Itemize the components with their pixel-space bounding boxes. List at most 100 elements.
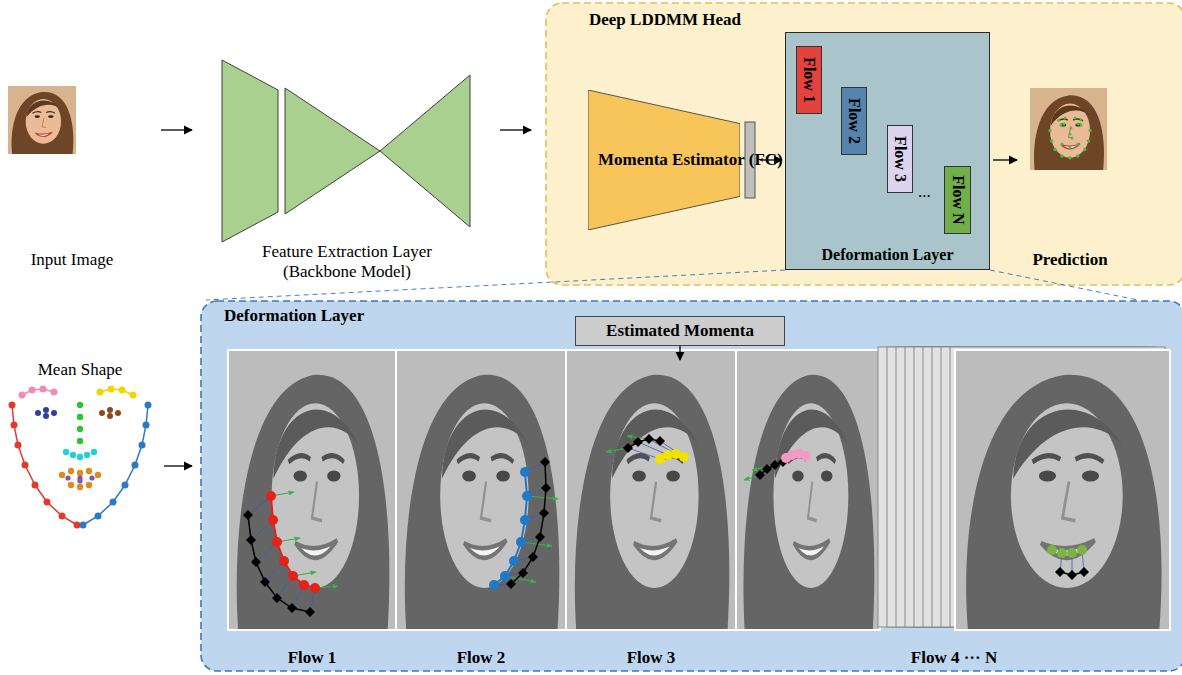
deformation-panel: Deformation LayerEstimated MomentaFlow 1… (200, 300, 1182, 672)
flow-photo-1 (260, 577, 270, 587)
feature-bar (745, 122, 755, 198)
prediction-photo (1064, 117, 1067, 120)
flow-photo-n (1057, 548, 1067, 558)
flow-photo-1 (279, 556, 289, 566)
prediction-photo (1050, 139, 1053, 142)
flow-photo-n (1067, 570, 1077, 580)
flow-photo-1 (299, 580, 309, 590)
arrow-connector (164, 465, 192, 466)
mean-shape-points (15, 442, 22, 449)
flow-photo-2 (500, 571, 510, 581)
flow-photo-3 (679, 452, 689, 462)
prediction-photo (1060, 154, 1063, 157)
flow-photo-3 (566, 350, 736, 630)
node-label: Input Image (31, 250, 114, 270)
flow-photo-2 (396, 350, 566, 630)
mean-shape-points (95, 472, 101, 478)
flow-photo-3 (606, 436, 649, 452)
node-label: Flow 3 (890, 136, 910, 182)
mean-shape-points (77, 438, 83, 444)
prediction-photo (1048, 117, 1091, 160)
mean-shape-points (19, 386, 58, 399)
mean-shape: Mean Shape (0, 360, 160, 540)
mean-shape-points (22, 462, 29, 469)
mean-shape-points (11, 422, 18, 429)
mean-shape-points (99, 410, 105, 416)
mean-shape-points (132, 462, 139, 469)
flow-photo-1 (251, 557, 261, 567)
flow-photo-1 (271, 496, 315, 588)
mean-shape-points (77, 426, 83, 432)
flow-photo-n (955, 350, 1170, 630)
flow-block: Flow N (944, 166, 971, 234)
prediction-photo (1074, 117, 1077, 120)
prediction-photo (1077, 123, 1080, 126)
mean-shape-points (145, 402, 152, 409)
flow-photo-2 (520, 467, 530, 477)
flow-photo-3 (566, 350, 736, 630)
deformation-layer-box: Deformation Layer Flow 1 Flow 2 Flow 3 Flow … (785, 32, 990, 270)
flow-photo-1 (266, 491, 276, 501)
flow-photo-n (1055, 567, 1089, 580)
node-label: Prediction (1032, 250, 1107, 270)
mean-shape-points (86, 482, 92, 488)
flow-photo-1 (288, 571, 298, 581)
prediction-photo (1030, 88, 1107, 170)
flow-photo-1 (248, 496, 315, 612)
mean-shape-points (35, 410, 41, 416)
flow-photo-2 (522, 491, 532, 501)
mean-shape-points (86, 468, 92, 474)
mean-shape-points (122, 482, 129, 489)
flow-photo-1 (228, 350, 396, 630)
prediction-photo (1030, 88, 1107, 170)
arrow-connector (679, 346, 680, 360)
flow-photo-3 (623, 434, 665, 453)
node-label: Deformation Layer (822, 245, 954, 265)
arrow-connector (993, 159, 1017, 160)
mean-shape-points (84, 452, 90, 458)
panel-fill (546, 3, 1182, 285)
mean-shape-points (59, 513, 66, 520)
backbone-shape (222, 60, 278, 242)
mean-shape-points (59, 472, 65, 478)
mean-shape-points (107, 413, 113, 419)
prediction-photo (1071, 137, 1074, 140)
prediction-photo (1070, 127, 1073, 130)
mean-shape-points (63, 449, 69, 455)
input-photo (8, 86, 76, 154)
flow-photo-1 (310, 583, 320, 593)
mean-shape-points (74, 522, 81, 529)
mean-shape-points (89, 475, 94, 480)
flow-photo-2 (506, 579, 516, 589)
prediction-image: Prediction (1020, 84, 1120, 270)
arrow-connector (760, 159, 782, 160)
flow-photo-1 (248, 515, 310, 612)
arrow-connector (161, 129, 192, 130)
node-label: Flow 2 (844, 98, 864, 144)
mean-shape-points (130, 392, 137, 399)
flow-photo-2 (396, 350, 566, 630)
flow-photo-n (1079, 567, 1089, 577)
panel-title: Deep LDDMM Head (589, 10, 1182, 30)
prediction-photo (1080, 124, 1083, 127)
mean-shape-points (107, 407, 113, 413)
backbone-shape (222, 60, 470, 242)
flow-image: Flow 1 (228, 360, 396, 668)
flow-photo-2 (520, 515, 530, 525)
mean-shape-points (100, 389, 133, 395)
mean-shape-points (77, 402, 83, 444)
prediction-photo (1069, 133, 1072, 136)
flow-photo-n (955, 350, 1170, 630)
flow-photo-2 (506, 457, 551, 589)
node-label: Flow 3 (627, 648, 676, 668)
mean-shape-points (83, 405, 148, 525)
flow-photo-n (955, 350, 1170, 630)
flow-block: Flow 1 (796, 46, 822, 114)
prediction-photo (1058, 119, 1061, 122)
momenta-estimator: Momenta Estimator (FC) (588, 90, 740, 230)
panel-fill (201, 301, 1182, 671)
node-label: Momenta Estimator (FC) (598, 150, 690, 170)
flow-photo-2 (505, 496, 558, 582)
flow-photo-1 (243, 510, 253, 520)
